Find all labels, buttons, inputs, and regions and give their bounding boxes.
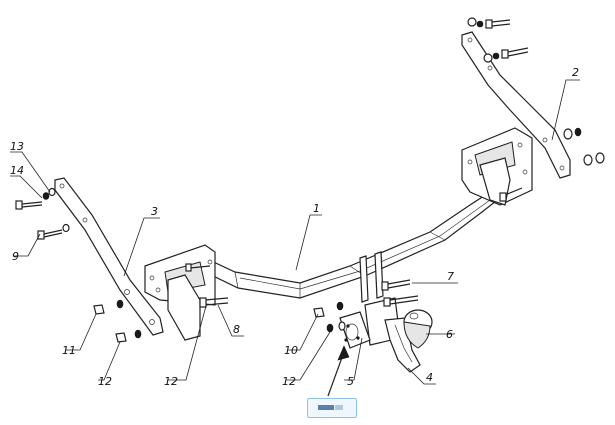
bolts-right [499,187,523,202]
callout-labels: 1 2 3 4 5 6 7 8 9 10 11 12 12 12 13 14 [10,66,579,388]
bolts-top-right [467,17,529,63]
left-end-bracket [144,244,216,341]
badge-icon [318,405,334,410]
callout-1: 1 [313,202,320,215]
callout-13: 13 [10,140,24,153]
right-end-bracket [461,127,533,206]
nuts-center [313,301,346,333]
bolts-7 [381,279,419,307]
callout-5: 5 [347,375,354,388]
callout-14: 14 [10,164,24,177]
callout-3: 3 [151,205,158,218]
callout-12: 12 [282,375,296,388]
pointer-arrow [327,345,350,397]
leader-lines [10,79,580,385]
callout-6: 6 [446,328,453,341]
bolts-left [15,187,70,240]
left-side-plate [54,177,164,336]
callout-4: 4 [426,371,433,384]
callout-11: 11 [62,344,76,357]
washers-right [563,127,605,166]
callout-9: 9 [12,250,19,263]
badge-icon-secondary [335,405,343,410]
center-hanger [359,251,384,303]
bolts-8 [185,263,229,308]
thumbnail-badge[interactable] [307,398,357,418]
towball [403,309,433,349]
main-crossbeam [204,191,502,299]
callout-2: 2 [572,66,579,79]
right-side-plate [461,31,571,179]
callout-10: 10 [284,344,298,357]
callout-12: 12 [164,375,178,388]
callout-8: 8 [233,323,240,336]
nuts-left [93,299,142,343]
callout-7: 7 [447,270,454,283]
callout-12: 12 [98,375,112,388]
